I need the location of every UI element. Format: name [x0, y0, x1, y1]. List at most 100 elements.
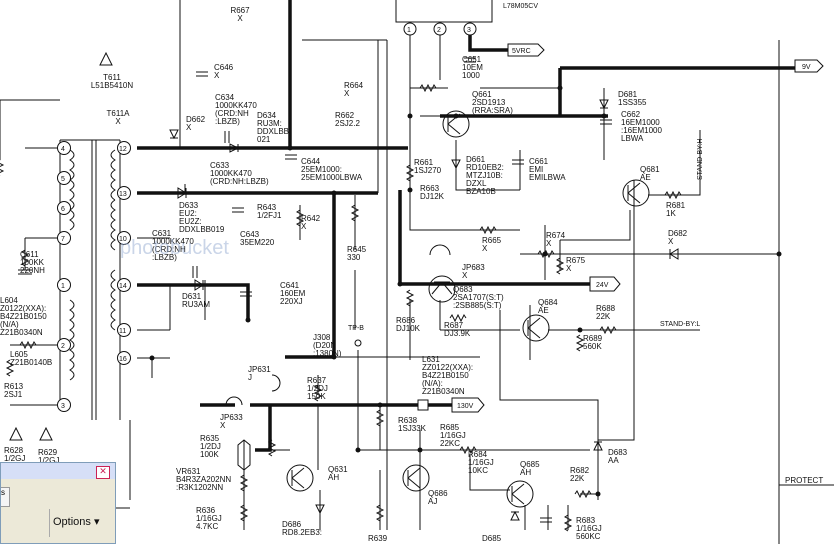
part-label-line: 22KC	[440, 439, 460, 448]
options-dropdown[interactable]: Options ▾	[53, 516, 100, 528]
part-label-line: X	[482, 244, 488, 253]
flag-130v: 130V	[457, 403, 474, 410]
part-label-line: X	[546, 239, 552, 248]
part-label-line: 1/2DJ	[307, 384, 328, 393]
dialog-tab[interactable]: s	[1, 487, 10, 507]
part-j308: J308(D20N:1380N)	[313, 333, 342, 358]
part-label-line: :R3K1202NN	[176, 483, 223, 492]
part-label-line: 10KC	[468, 466, 488, 475]
part-label-line: R635	[200, 434, 220, 443]
part-label-line: 1/16GJ	[576, 524, 602, 533]
part-label-line: EMILBWA	[529, 173, 566, 182]
part-label-line: X	[668, 237, 674, 246]
part-label-line: R689	[583, 334, 603, 343]
part-label-line: (N/A):	[422, 379, 443, 388]
close-button[interactable]: ✕	[96, 466, 110, 479]
part-label-line: L631	[422, 355, 440, 364]
watermark: photobucket	[120, 237, 229, 259]
part-label-line: 4.7KC	[196, 522, 218, 531]
part-label-line: C611	[20, 250, 39, 259]
part-label-line: 560K	[583, 342, 602, 351]
part-label-line: B4R3ZA202NN	[176, 475, 231, 484]
part-label-line: D681	[618, 90, 638, 99]
part-label-line: 1000KK470	[152, 237, 194, 246]
t611-pin-13: 13	[119, 191, 127, 198]
part-label-line: 16EM1000	[621, 118, 660, 127]
part-label-line: 2SJ2.2	[335, 119, 360, 128]
part-label-line: DJ10K	[396, 324, 421, 333]
part-label-line: C634	[215, 93, 235, 102]
part-label-line: R687	[444, 321, 464, 330]
part-label-line: DJ3.9K	[444, 329, 471, 338]
part-label-line: 100K	[200, 450, 219, 459]
label-protect: PROTECT	[785, 476, 823, 485]
part-label-line: 2SJ1	[4, 390, 23, 399]
part-label-line: Q681	[640, 165, 660, 174]
dialog-titlebar: ✕	[1, 463, 115, 479]
part-label-line: Q686	[428, 489, 448, 498]
part-label-line: R638	[398, 416, 418, 425]
part-label-line: :LBZB)	[152, 253, 177, 262]
part-label-line: R639	[368, 534, 388, 543]
part-label-line: X	[301, 222, 307, 231]
part-label-line: R688	[596, 304, 616, 313]
part-label-line: X	[344, 89, 350, 98]
part-label-line: AE	[640, 173, 651, 182]
part-label-line: DDXLBB	[257, 127, 289, 136]
part-label-line: R675	[566, 256, 586, 265]
part-label-line: R642	[301, 214, 321, 223]
part-label-line: 35EM220	[240, 238, 275, 247]
part-label-line: 1/2GJ	[4, 454, 25, 463]
components	[9, 57, 679, 523]
part-label-line: 1SJ33K	[398, 424, 427, 433]
part-label-line: R685	[440, 423, 460, 432]
part-label-line: EU2:	[179, 209, 197, 218]
transformer-t611: 4 5 6 7 1 2 3 12 13 10 14 11 16	[57, 51, 131, 420]
part-label-line: 1/16GJ	[468, 458, 494, 467]
part-label-line: T611A	[107, 109, 131, 118]
part-label-line: :16EM1000	[621, 126, 662, 135]
part-label-line: R645	[347, 245, 367, 254]
part-d685: D685	[482, 534, 502, 543]
part-label-line: X	[462, 271, 468, 280]
part-label-line: :2SB885(S:T)	[453, 301, 502, 310]
part-label-line: DDXLBB019	[179, 225, 225, 234]
part-label-line: 1/2FJ1	[257, 211, 282, 220]
part-label-line: 1K	[666, 209, 676, 218]
part-label-line: C661	[529, 157, 549, 166]
part-label-line: X	[115, 117, 121, 126]
part-label-line: C641	[280, 281, 300, 290]
part-label-line: JP633	[220, 413, 243, 422]
part-label-line: C644	[301, 157, 321, 166]
part-label-line: 25EM1000:	[301, 165, 342, 174]
part-label-line: Q661	[472, 90, 492, 99]
part-label-line: 220NH	[20, 266, 45, 275]
part-label-line: Z21B0340N	[0, 328, 43, 337]
part-label-line: (CRD:NH	[215, 109, 249, 118]
